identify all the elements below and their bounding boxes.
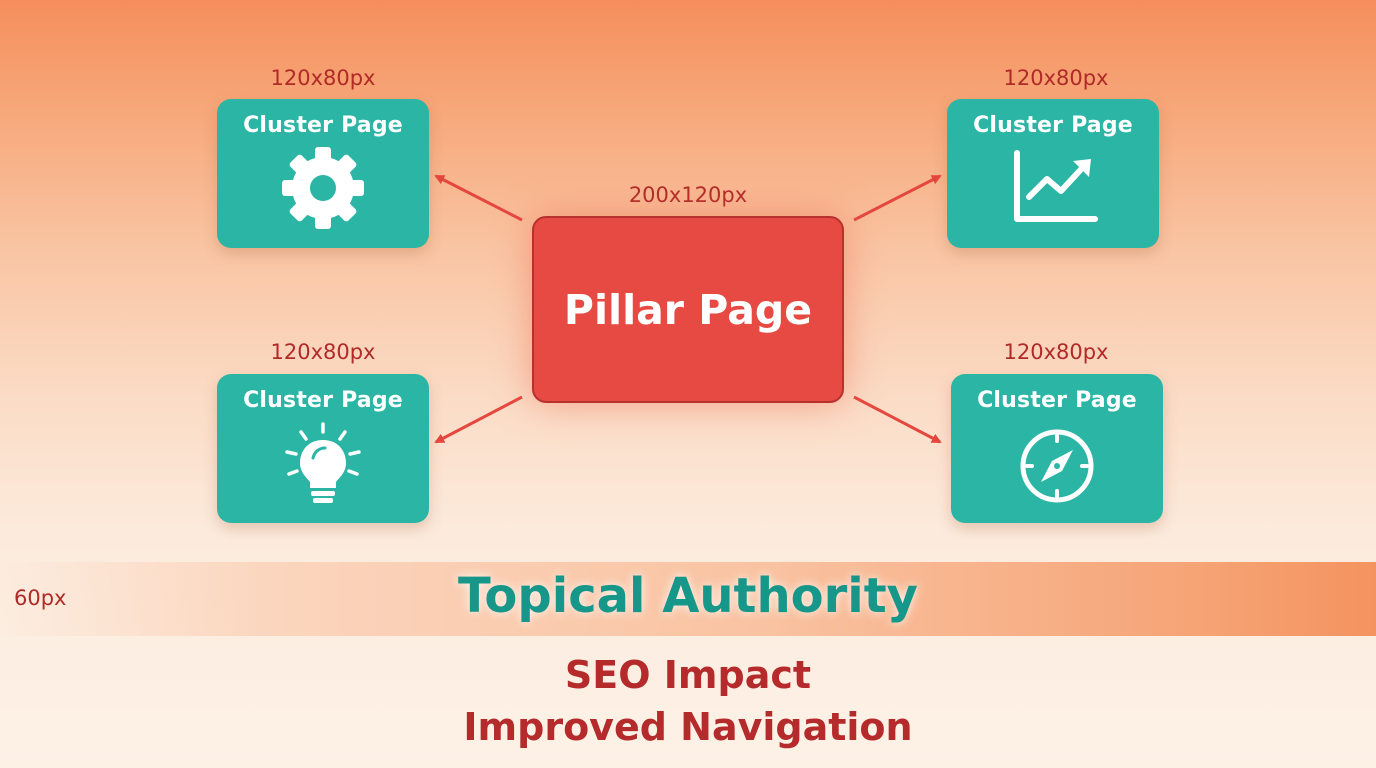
cluster-page-top-left: Cluster Page <box>217 99 429 248</box>
trending-chart-icon <box>1003 143 1103 231</box>
lightbulb-icon <box>275 418 371 514</box>
arrow-to-bottom-left-cluster <box>434 395 523 444</box>
pillar-page: Pillar Page <box>532 216 844 403</box>
size-label-bottom-left: 120x80px <box>270 340 376 364</box>
size-label-top-left: 120x80px <box>270 66 376 90</box>
arrow-to-bottom-right-cluster <box>853 395 942 444</box>
pillar-size-label: 200x120px <box>628 183 748 207</box>
cluster-page-top-right: Cluster Page <box>947 99 1159 248</box>
cluster-title: Cluster Page <box>243 113 403 138</box>
impact-seo: SEO Impact <box>564 653 812 697</box>
cluster-title: Cluster Page <box>977 388 1137 413</box>
arrow-to-top-right-cluster <box>853 174 942 222</box>
compass-icon <box>1017 426 1097 510</box>
topical-authority-title: Topical Authority <box>458 568 918 624</box>
impact-navigation: Improved Navigation <box>463 705 913 749</box>
gear-icon <box>278 143 368 237</box>
band-height-label: 60px <box>14 586 67 610</box>
cluster-title: Cluster Page <box>243 388 403 413</box>
topical-authority-band <box>0 562 1376 636</box>
size-label-top-right: 120x80px <box>1003 66 1109 90</box>
cluster-page-bottom-left: Cluster Page <box>217 374 429 523</box>
size-label-bottom-right: 120x80px <box>1003 340 1109 364</box>
cluster-title: Cluster Page <box>973 113 1133 138</box>
cluster-page-bottom-right: Cluster Page <box>951 374 1163 523</box>
pillar-title: Pillar Page <box>563 285 813 334</box>
arrow-to-top-left-cluster <box>434 174 523 222</box>
